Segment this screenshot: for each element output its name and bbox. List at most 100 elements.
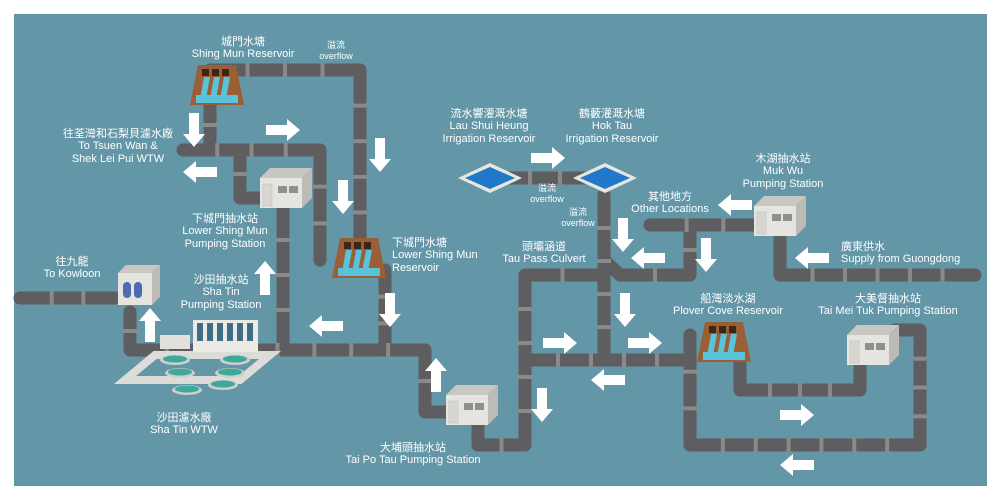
settling-water [175,385,199,393]
pipe-joint [558,171,562,185]
pipe-joint [81,291,86,305]
pipe-joint [683,369,697,374]
label-en: Plover Cove Reservoir [672,305,784,317]
pipe-joint [275,343,280,357]
label-en: Pumping Station [180,299,262,311]
water-fall [352,250,362,272]
facility-icons [113,65,899,425]
flow-arrow-icon [139,308,161,342]
pipe-joint [349,343,354,357]
flow-arrow-icon [425,358,447,392]
dam-gate [709,326,716,333]
pipe-segment [597,218,697,282]
water-fall [362,250,372,272]
label-en: Tai Mei Tuk Pumping Station [818,305,958,317]
label-tsuen-wan: 往荃灣和石梨貝濾水廠 To Tsuen Wan & Shek Lei Pui W… [63,127,173,166]
flow-arrow-icon [795,247,829,269]
dam-gate [212,69,219,76]
sha-tin-pumping-station-icon [118,265,160,305]
label-zh: 大埔頭抽水站 [379,441,446,454]
pipe-joint [123,329,137,333]
plant-window [237,323,243,341]
label-zh: 大美督抽水站 [855,292,921,305]
station-side [796,196,806,236]
pipe-joint [353,174,367,179]
pipe-joint [913,356,927,361]
label-en: Shing Mun Reservoir [191,48,295,60]
arrow-shape [591,369,625,391]
station-roof [260,168,312,178]
dam-gate [354,242,361,249]
label-zh: 下城門水塘 [392,236,447,249]
label-sha-tin-ps: 沙田抽水站 Sha Tin Pumping Station [181,273,262,312]
arrow-shape [531,388,553,422]
pipe-joint [386,343,391,357]
flow-arrow-icon [531,388,553,422]
arrow-shape [631,247,665,269]
dam-gate [344,242,351,249]
station-roof [754,196,806,206]
shing-mun-dam-icon [190,65,244,105]
flow-arrow-icon [531,147,565,169]
pipe-joint [276,273,290,277]
pipe-joint [622,353,626,367]
flow-arrow-icon [332,180,354,214]
label-zh: 流水響灌溉水塘 [450,107,528,120]
label-en: To Kowloon [43,268,101,280]
water-pool [703,352,745,360]
flow-arrows [139,113,829,476]
flow-arrow-icon [543,332,577,354]
pipe-joint [653,268,657,282]
label-overflow-mid-1: 溢流 overflow [530,184,564,204]
label-tai-mei-tuk: 大美督抽水站 Tai Mei Tuk Pumping Station [818,292,957,318]
flow-arrow-icon [780,404,814,426]
label-zh: 頭壩涵道 [522,240,566,253]
label-supply-from-guangdong: 廣東供水 Supply from Guongdong [841,240,960,266]
label-zh: 船灣淡水湖 [700,292,756,305]
water-fall [200,77,210,99]
water-pool [338,268,380,276]
water-fall [717,334,727,356]
flow-arrow-icon [369,138,391,172]
pipe-joint [418,379,432,383]
arrow-shape [425,358,447,392]
plover-cove-dam-icon [697,322,751,362]
pipe-joint [164,343,169,357]
flow-arrow-icon [628,332,662,354]
plant-walkway [113,351,282,384]
pipe-joint [283,63,287,77]
pipe-joint [810,268,815,282]
arrow-shape [628,332,662,354]
settling-water [223,355,247,363]
dam-gate [719,326,726,333]
lau-shui-heung-reservoir-icon [458,163,522,193]
pipe-joints [49,63,945,452]
label-overflow-mid-2: 溢流 overflow [561,208,595,228]
pipe-joint [518,341,532,345]
pipe-joint [721,218,726,232]
label-zh: 往荃灣和石梨貝濾水廠 [63,127,173,140]
pipe-joint [528,171,532,185]
label-tau-pass-culvert: 頭壩涵道 Tau Pass Culvert [502,240,585,266]
water-fall [707,334,717,356]
label-en: Lower Shing Mun [182,225,268,237]
pipe-joint [875,268,880,282]
flow-arrow-icon [183,161,217,183]
pipe-joint [597,259,611,263]
label-en: Tai Po Tau Pumping Station [345,454,481,466]
station-roof [446,385,498,395]
flow-arrow-icon [591,369,625,391]
label-sha-tin-wtw: 沙田濾水廠 Sha Tin WTW [150,411,218,437]
label-zh: 沙田抽水站 [193,273,249,286]
arrow-shape [139,308,161,342]
label-tai-po-tau: 大埔頭抽水站 Tai Po Tau Pumping Station [346,441,481,467]
arrow-shape [780,454,814,476]
plant-window [207,323,213,341]
pipe-joint [320,63,325,77]
pipe-joint [684,218,689,232]
label-lower-shing-mun-ps: 下城門抽水站 Lower Shing Mun Pumping Station [182,212,268,251]
water-pool [196,95,238,103]
pipe-joint [313,184,327,189]
label-other-locations: 其他地方 Other Locations [631,190,709,216]
label-en: Hok Tau [591,120,633,132]
